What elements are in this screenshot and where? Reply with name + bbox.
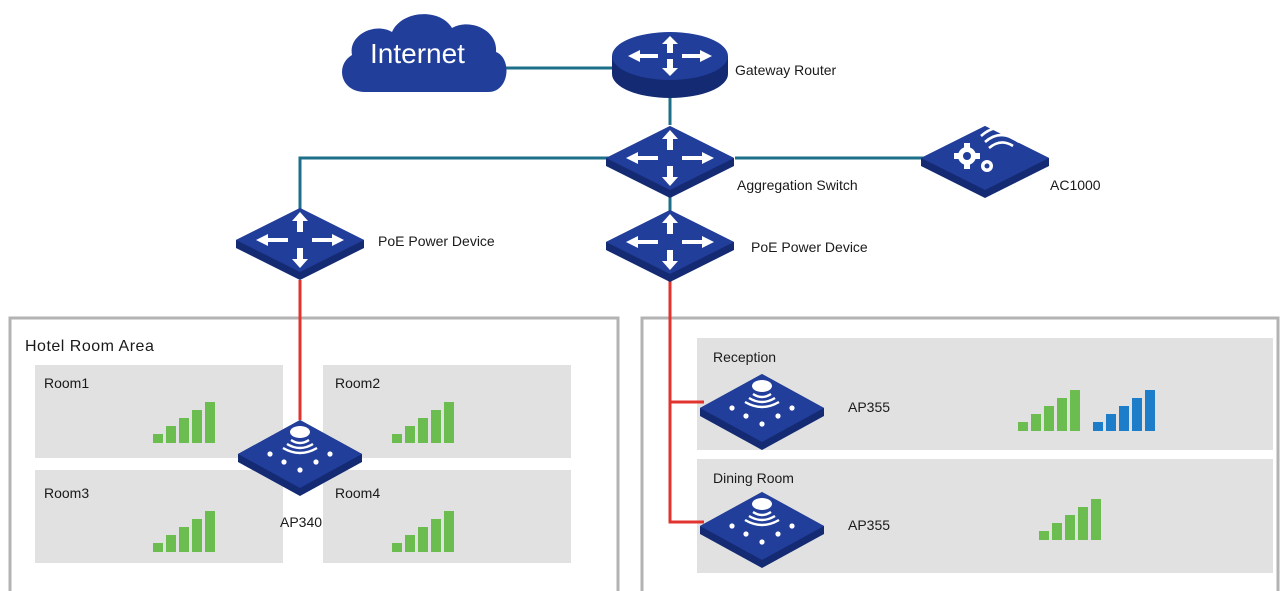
router-icon[interactable] [612, 32, 728, 98]
reception-label: Reception [713, 349, 776, 365]
signal-bars-icon [1093, 390, 1155, 431]
public-area-box [640, 316, 1280, 591]
poe-left-switch-icon[interactable] [236, 208, 364, 280]
signal-bars-icon [153, 402, 215, 443]
gateway-router-label: Gateway Router [735, 62, 836, 78]
ac1000-label: AC1000 [1050, 177, 1101, 193]
signal-bars-icon [392, 511, 454, 552]
room3-label: Room3 [44, 485, 89, 501]
ap355-reception-label: AP355 [848, 399, 890, 415]
room1-label: Room1 [44, 375, 89, 391]
ap355-dining-label: AP355 [848, 517, 890, 533]
poe-left-label: PoE Power Device [378, 233, 495, 249]
aggregation-switch-icon[interactable] [606, 126, 734, 198]
poe-right-label: PoE Power Device [751, 239, 868, 255]
poe-lines [298, 280, 704, 524]
uplink-lines [298, 66, 925, 222]
aggregation-switch-label: Aggregation Switch [737, 177, 858, 193]
internet-label: Internet [370, 38, 465, 69]
ap340-label: AP340 [280, 514, 322, 530]
poe-right-switch-icon[interactable] [606, 210, 734, 282]
signal-bars-icon [392, 402, 454, 443]
room4-label: Room4 [335, 485, 380, 501]
signal-bars [153, 390, 1155, 552]
cloud-icon [342, 14, 507, 92]
room2-label: Room2 [335, 375, 380, 391]
dining-room-label: Dining Room [713, 470, 794, 486]
signal-bars-icon [1018, 390, 1080, 431]
controller-gear-wifi-icon[interactable] [921, 126, 1049, 198]
signal-bars-icon [153, 511, 215, 552]
hotel-room-area-label: Hotel Room Area [25, 338, 154, 355]
signal-bars-icon [1039, 499, 1101, 540]
hotel-room-area-box [8, 316, 620, 591]
